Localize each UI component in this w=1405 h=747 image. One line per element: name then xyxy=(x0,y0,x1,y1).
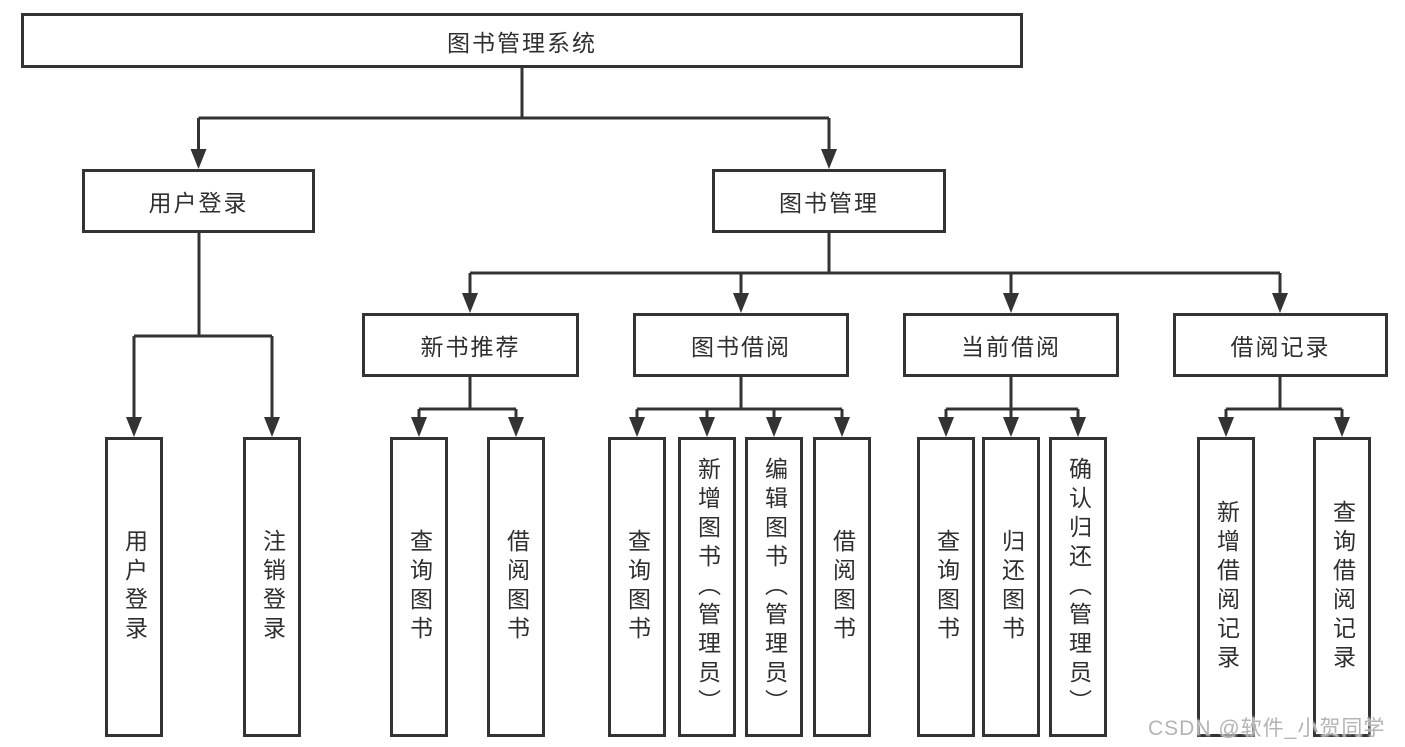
leaf-logout: 注销登录 xyxy=(243,437,301,737)
leaf-add-borrow-record-label: 新增借阅记录 xyxy=(1213,500,1240,674)
leaf-query-borrow-record: 查询借阅记录 xyxy=(1313,437,1371,737)
node-book-management-label: 图书管理 xyxy=(779,190,879,216)
leaf-query-borrow-record-label: 查询借阅记录 xyxy=(1329,500,1356,674)
leaf-borrow-borrow-book: 借阅图书 xyxy=(813,437,871,737)
node-book-management: 图书管理 xyxy=(712,169,946,233)
node-borrow-record: 借阅记录 xyxy=(1173,313,1388,377)
leaf-edit-book-admin: 编辑图书（管理员） xyxy=(745,437,803,737)
node-current-borrow-label: 当前借阅 xyxy=(961,334,1061,360)
csdn-watermark: CSDN @软件_小贺同学 xyxy=(1148,717,1386,740)
leaf-add-borrow-record: 新增借阅记录 xyxy=(1197,437,1255,737)
leaf-confirm-return-admin: 确认归还（管理员） xyxy=(1049,437,1107,737)
leaf-newbook-borrow-book-label: 借阅图书 xyxy=(503,529,530,645)
node-user-login: 用户登录 xyxy=(82,169,315,233)
node-current-borrow: 当前借阅 xyxy=(903,313,1119,377)
leaf-return-book-label: 归还图书 xyxy=(998,529,1025,645)
leaf-add-book-admin: 新增图书（管理员） xyxy=(678,437,736,737)
leaf-confirm-return-admin-label: 确认归还（管理员） xyxy=(1065,456,1092,718)
node-root: 图书管理系统 xyxy=(21,13,1023,68)
node-user-login-label: 用户登录 xyxy=(148,190,249,216)
leaf-newbook-query-book-label: 查询图书 xyxy=(406,529,433,645)
node-book-borrow: 图书借阅 xyxy=(633,313,849,377)
node-new-book-recommend-label: 新书推荐 xyxy=(420,334,521,360)
leaf-logout-label: 注销登录 xyxy=(259,529,286,645)
leaf-newbook-query-book: 查询图书 xyxy=(390,437,448,737)
node-new-book-recommend: 新书推荐 xyxy=(362,313,579,377)
leaf-borrow-query-book: 查询图书 xyxy=(608,437,666,737)
node-borrow-record-label: 借阅记录 xyxy=(1230,334,1331,360)
leaf-borrow-query-book-label: 查询图书 xyxy=(624,529,651,645)
leaf-borrow-borrow-book-label: 借阅图书 xyxy=(829,529,856,645)
leaf-user-login: 用户登录 xyxy=(105,437,163,737)
leaf-current-query-book: 查询图书 xyxy=(917,437,975,737)
leaf-return-book: 归还图书 xyxy=(982,437,1040,737)
arrowheads xyxy=(126,149,1350,437)
leaf-user-login-label: 用户登录 xyxy=(121,529,148,645)
node-root-label: 图书管理系统 xyxy=(447,29,597,56)
leaf-edit-book-admin-label: 编辑图书（管理员） xyxy=(761,456,788,718)
leaf-add-book-admin-label: 新增图书（管理员） xyxy=(694,456,721,718)
node-book-borrow-label: 图书借阅 xyxy=(691,334,791,360)
leaf-newbook-borrow-book: 借阅图书 xyxy=(487,437,545,737)
leaf-current-query-book-label: 查询图书 xyxy=(933,529,960,645)
